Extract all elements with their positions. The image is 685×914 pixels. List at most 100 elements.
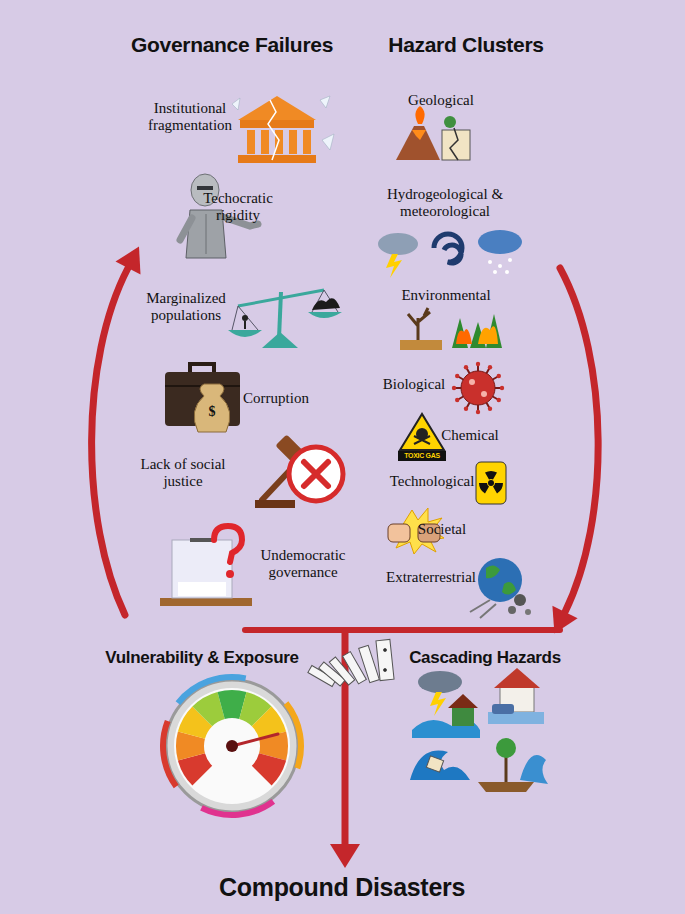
geological-icon [412, 130, 426, 140]
weather-icon [378, 233, 418, 255]
failure-label: Corruption [236, 390, 316, 407]
ballot-box-icon [178, 582, 226, 596]
gauge-icon [226, 740, 238, 752]
sign-text: TOXIC GAS [398, 452, 446, 460]
scale-icon [308, 312, 342, 318]
toxic-sign-icon [400, 414, 444, 450]
virus-icon [481, 391, 487, 397]
weather-icon [488, 260, 492, 264]
temple-icon [247, 130, 255, 154]
cycle-arrow [116, 247, 141, 275]
failure-label: Techocratic rigidity [190, 190, 286, 225]
virus-icon [476, 362, 480, 366]
temple-icon [303, 130, 311, 154]
dominoes-icon [384, 649, 387, 652]
cascading-icon [492, 704, 514, 714]
virus-icon [452, 386, 456, 390]
ballot-box-icon [226, 570, 234, 578]
earth-meteor-icon [514, 594, 526, 606]
toxic-sign-icon [398, 414, 446, 461]
hazard-label: Chemical [430, 427, 510, 444]
geological-icon [444, 116, 456, 128]
environmental-icon [400, 308, 502, 350]
cascading-icon [478, 782, 534, 792]
weather-icon [505, 270, 509, 274]
earth-meteor-icon [470, 558, 531, 618]
gavel-icon [289, 447, 343, 501]
temple-icon [238, 155, 316, 163]
cycle-arrow [245, 627, 560, 633]
result-heading: Compound Disasters [192, 873, 492, 902]
gauge-icon [200, 799, 275, 818]
cycle-arrow [330, 844, 360, 868]
scale-icon [238, 290, 324, 306]
ballot-box-icon [160, 526, 252, 606]
weather-icon [434, 234, 462, 263]
environmental-icon [456, 329, 472, 344]
environmental-icon [478, 326, 498, 344]
temple-icon [238, 96, 316, 120]
failure-label: Marginalized populations [138, 290, 234, 325]
virus-icon [476, 410, 480, 414]
hazard-label: Biological [374, 376, 454, 393]
weather-icon [386, 254, 402, 278]
temple-icon [261, 130, 269, 154]
temple-icon [232, 98, 240, 110]
section-heading: Hazard Clusters [366, 33, 566, 57]
dominoes-icon [376, 639, 394, 680]
virus-icon [455, 374, 459, 378]
temple-icon [322, 134, 334, 150]
temple-icon [240, 120, 314, 128]
robot-icon [206, 214, 207, 254]
cascading-icon [426, 756, 443, 772]
toxic-sign-icon [398, 451, 446, 461]
hazard-label: Hydrogeological & meteorological [379, 186, 511, 221]
temple-icon [268, 100, 279, 160]
hazard-label: Geological [381, 92, 501, 109]
virus-icon [464, 407, 468, 411]
virus-icon [461, 371, 495, 405]
cascading-icon [494, 668, 540, 688]
weather-icon [493, 270, 497, 274]
virus-icon [464, 365, 468, 369]
cascading-icon [410, 751, 470, 780]
hazard-label: Environmental [381, 287, 511, 304]
gauge-icon [206, 720, 258, 772]
cycle-arrow [92, 268, 128, 615]
ballot-box-icon [214, 526, 242, 562]
cascading-icon [520, 755, 548, 784]
cycle-arrow [560, 268, 598, 612]
virus-icon [488, 365, 492, 369]
virus-icon [497, 398, 501, 402]
virus-icon [497, 374, 501, 378]
cycle-arrow [92, 247, 599, 868]
briefcase-icon [194, 384, 230, 432]
scale-icon [242, 315, 248, 321]
geological-icon [450, 128, 458, 160]
ballot-box-icon [190, 538, 214, 542]
radiation-icon [476, 462, 506, 504]
briefcase-icon [190, 364, 214, 372]
gauge-icon [252, 753, 286, 785]
earth-meteor-icon [508, 606, 516, 614]
gauge-icon [176, 674, 247, 705]
radiation-icon [493, 483, 503, 493]
section-heading: Governance Failures [112, 33, 352, 57]
hazard-label: Societal [407, 521, 477, 538]
temple-icon [232, 96, 334, 163]
gauge-icon [284, 701, 304, 769]
virus-icon [488, 407, 492, 411]
geological-icon [396, 106, 470, 160]
cascading-icon [448, 694, 478, 708]
gavel-icon [255, 434, 343, 508]
scale-icon [244, 321, 246, 329]
gauge-icon [160, 720, 179, 788]
gauge-icon [174, 688, 290, 804]
dominoes-icon [359, 645, 380, 682]
weather-icon [478, 230, 522, 254]
weather-icon [488, 258, 512, 274]
virus-icon [469, 379, 475, 385]
earth-meteor-icon [525, 609, 531, 615]
geological-icon [396, 126, 440, 160]
scale-icon [238, 306, 258, 330]
